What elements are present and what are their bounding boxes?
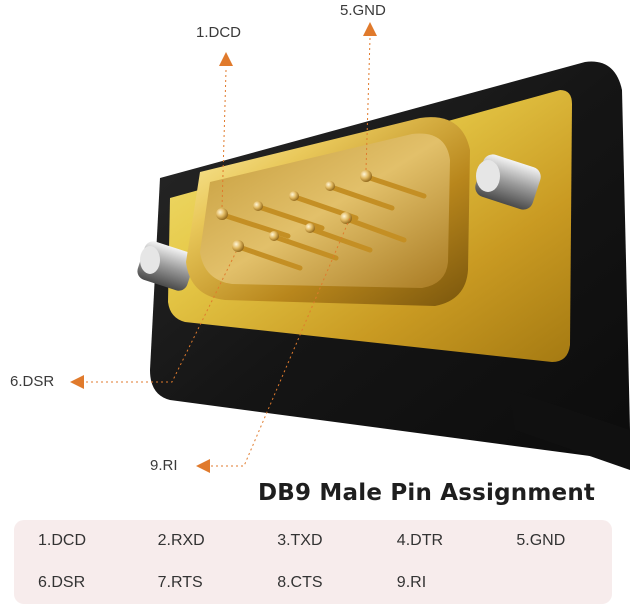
screw-right (475, 154, 541, 210)
pin-label: 5.GND (516, 532, 566, 549)
pin-label: 6.DSR (38, 574, 86, 591)
pin-label: 7.RTS (157, 574, 203, 591)
pin-label: 9.RI (396, 574, 427, 591)
connector-pins (216, 170, 427, 271)
callout-label-dcd: 1.DCD (196, 24, 242, 41)
arrow-icon (70, 22, 377, 473)
screw-left (137, 241, 195, 291)
pin-label: 1.DCD (38, 532, 87, 549)
pin-assignment-heading: DB9 Male Pin Assignment (258, 480, 596, 506)
pin-label: 8.CTS (277, 574, 323, 591)
pin-label: 3.TXD (277, 532, 323, 549)
callout-leaders (86, 37, 371, 467)
callout-label-dsr: 6.DSR (10, 373, 55, 390)
pin-label: 2.RXD (157, 532, 205, 549)
pin-label: 4.DTR (396, 532, 444, 549)
callout-label-ri: 9.RI (150, 457, 178, 474)
d-shell (186, 117, 470, 306)
callout-label-gnd: 5.GND (340, 2, 386, 19)
pin-assignment-table: 1.DCD 2.RXD 3.TXD 4.DTR 5.GND 6.DSR 7.RT… (14, 520, 612, 604)
